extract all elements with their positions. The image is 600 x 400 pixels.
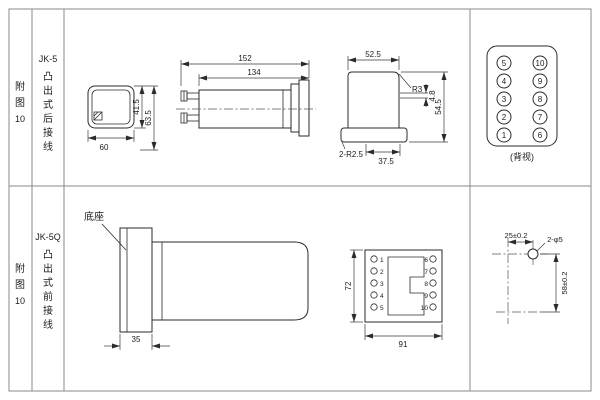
base-side-view: 底座 35 bbox=[84, 210, 309, 350]
rear-pin-left-1: 4 bbox=[496, 73, 512, 89]
svg-text:3: 3 bbox=[502, 95, 507, 104]
dim-length-134: 134 bbox=[247, 68, 261, 77]
socket-pin-left-0: 1 bbox=[370, 255, 384, 264]
type-char: 接 bbox=[43, 304, 53, 317]
dim-height-63-5: 63.5 bbox=[144, 110, 153, 126]
type-char: 式 bbox=[43, 98, 53, 111]
svg-text:9: 9 bbox=[424, 293, 428, 300]
fig-number: 10 bbox=[15, 296, 25, 306]
row1-model-label: JK-5 凸 出 式 后 接 线 bbox=[39, 54, 58, 153]
dim-width-37-5: 37.5 bbox=[378, 157, 394, 166]
dim-gap-4-8: 4.8 bbox=[428, 90, 437, 102]
drill-detail-view: 25±0.2 2-φ5 58±0.2 bbox=[492, 231, 569, 324]
fig-number: 10 bbox=[15, 114, 25, 124]
side-view: 152 134 bbox=[176, 54, 316, 137]
socket-front-view: 1 2 3 4 5 6 7 8 9 10 72 91 bbox=[344, 249, 443, 349]
dim-hole-spacing-58: 58±0.2 bbox=[560, 272, 569, 295]
svg-text:3: 3 bbox=[380, 281, 384, 288]
row1-figure-label: 附 图 10 bbox=[15, 80, 25, 124]
dim-length-152: 152 bbox=[238, 54, 252, 63]
svg-text:7: 7 bbox=[424, 269, 428, 276]
svg-text:2: 2 bbox=[502, 113, 507, 122]
socket-pin-right-1: 7 bbox=[424, 267, 437, 276]
dim-height-41-5: 41.5 bbox=[132, 99, 141, 115]
rear-pin-right-0: 10 bbox=[532, 55, 548, 71]
rear-pin-left-3: 2 bbox=[496, 109, 512, 125]
dim-radius-r3: R3 bbox=[412, 85, 423, 94]
dim-width-52-5: 52.5 bbox=[365, 50, 381, 59]
rear-pin-left-0: 5 bbox=[496, 55, 512, 71]
socket-pin-right-2: 8 bbox=[424, 279, 437, 288]
svg-text:8: 8 bbox=[424, 281, 428, 288]
socket-pin-left-4: 5 bbox=[370, 303, 384, 312]
type-char: 前 bbox=[43, 290, 53, 303]
dim-width-91: 91 bbox=[399, 340, 408, 349]
dim-height-72: 72 bbox=[344, 281, 353, 290]
type-char: 线 bbox=[43, 318, 53, 331]
dim-width-60: 60 bbox=[100, 143, 109, 152]
socket-pin-left-2: 3 bbox=[370, 279, 384, 288]
svg-text:7: 7 bbox=[538, 113, 543, 122]
type-char: 凸 bbox=[43, 249, 53, 261]
type-char: 式 bbox=[43, 276, 53, 289]
model-name: JK-5 bbox=[39, 54, 58, 64]
socket-pin-left-3: 4 bbox=[370, 291, 384, 300]
rear-pin-right-3: 7 bbox=[532, 109, 548, 125]
socket-pin-right-4: 10 bbox=[421, 303, 437, 312]
rear-terminal-view: 5 4 3 2 1 10 9 8 7 6 (背视) bbox=[486, 45, 558, 162]
front-view-small: 60 41.5 63.5 bbox=[87, 85, 158, 152]
svg-text:5: 5 bbox=[502, 59, 507, 68]
svg-text:9: 9 bbox=[538, 77, 543, 86]
socket-pin-right-0: 6 bbox=[424, 255, 437, 264]
socket-pin-left-1: 2 bbox=[370, 267, 384, 276]
svg-text:4: 4 bbox=[502, 77, 507, 86]
drawing-frame bbox=[8, 8, 592, 392]
type-char: 出 bbox=[43, 84, 53, 97]
svg-text:8: 8 bbox=[538, 95, 543, 104]
rear-pin-right-2: 8 bbox=[532, 91, 548, 107]
svg-text:10: 10 bbox=[421, 305, 429, 312]
base-label: 底座 bbox=[84, 210, 104, 223]
rear-view-caption: (背视) bbox=[510, 151, 534, 162]
svg-text:1: 1 bbox=[502, 131, 507, 140]
mounting-hole bbox=[527, 248, 539, 260]
socket-pin-right-3: 9 bbox=[424, 291, 437, 300]
row2-figure-label: 附 图 10 bbox=[15, 262, 25, 306]
rear-pin-left-2: 3 bbox=[496, 91, 512, 107]
type-char: 出 bbox=[43, 262, 53, 275]
dim-depth-35: 35 bbox=[132, 335, 141, 344]
fig-char: 图 bbox=[15, 97, 25, 109]
svg-text:6: 6 bbox=[538, 131, 543, 140]
fig-char: 附 bbox=[15, 262, 25, 275]
svg-text:2: 2 bbox=[380, 269, 384, 276]
type-char: 接 bbox=[43, 126, 53, 139]
section-view: 52.5 R3 4.8 54.5 2-R2.5 37.5 bbox=[339, 50, 448, 166]
svg-text:1: 1 bbox=[380, 257, 384, 264]
svg-text:5: 5 bbox=[380, 305, 384, 312]
type-char: 线 bbox=[43, 140, 53, 153]
type-char: 凸 bbox=[43, 71, 53, 83]
type-char: 后 bbox=[43, 113, 53, 125]
dim-feet-2-r2-5: 2-R2.5 bbox=[339, 150, 364, 159]
fig-char: 图 bbox=[15, 279, 25, 291]
rear-pin-right-4: 6 bbox=[532, 127, 548, 143]
row2-model-label: JK-5Q 凸 出 式 前 接 线 bbox=[35, 232, 61, 331]
svg-text:4: 4 bbox=[380, 293, 384, 300]
dim-hole-spacing-25: 25±0.2 bbox=[505, 231, 528, 240]
rear-pin-left-4: 1 bbox=[496, 127, 512, 143]
dim-hole-diameter: 2-φ5 bbox=[547, 235, 563, 244]
svg-text:6: 6 bbox=[424, 257, 428, 264]
dim-height-54-5: 54.5 bbox=[434, 99, 443, 115]
rear-pin-right-1: 9 bbox=[532, 73, 548, 89]
model-name: JK-5Q bbox=[35, 232, 61, 242]
svg-text:10: 10 bbox=[536, 59, 545, 68]
fig-char: 附 bbox=[15, 80, 25, 93]
